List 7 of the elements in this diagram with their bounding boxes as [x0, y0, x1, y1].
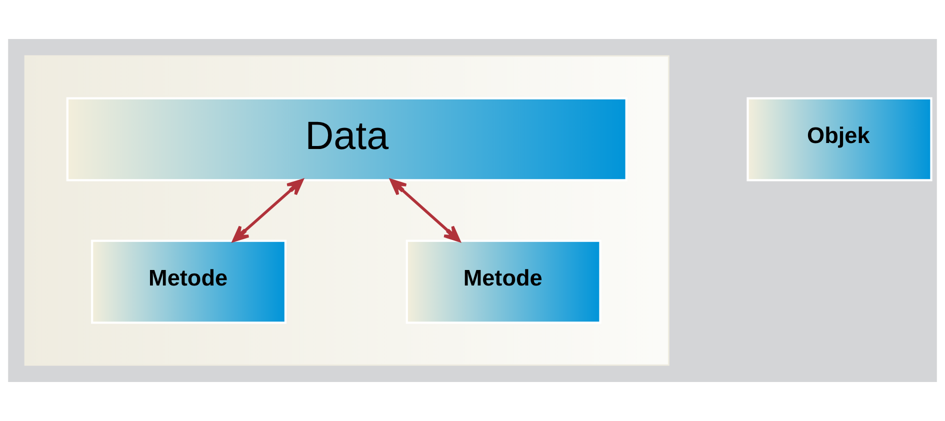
- cluster: [24, 55, 670, 366]
- node-box: Data: [66, 97, 628, 182]
- arrow: [232, 178, 304, 242]
- arrow: [390, 178, 460, 242]
- node-box: Objek: [746, 97, 932, 182]
- node-box: Metode: [406, 240, 602, 324]
- node-box: Metode: [91, 240, 287, 324]
